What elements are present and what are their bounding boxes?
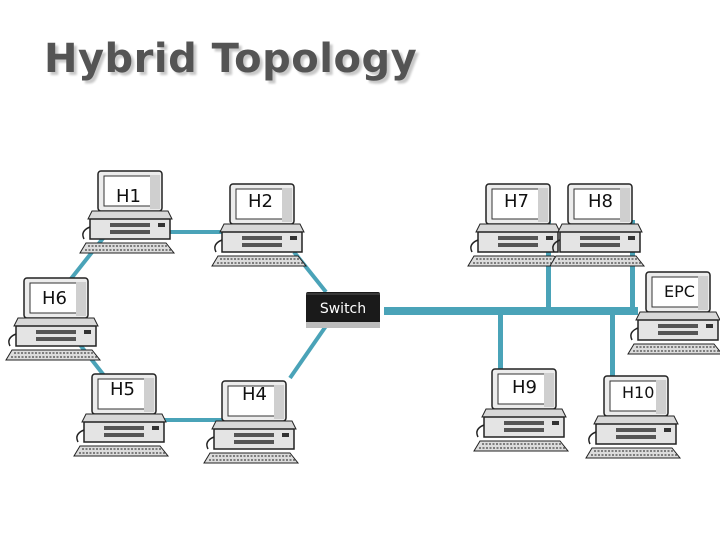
label-switch: Switch bbox=[320, 301, 366, 317]
computer-icon bbox=[79, 170, 175, 254]
label-h4: H4 bbox=[242, 384, 267, 405]
link-switch-h4 bbox=[288, 324, 328, 380]
label-h1: H1 bbox=[116, 186, 141, 207]
label-h9: H9 bbox=[512, 377, 537, 398]
label-h5: H5 bbox=[110, 379, 135, 400]
link-bus-h9 bbox=[498, 312, 503, 408]
label-h2: H2 bbox=[248, 191, 273, 212]
switch bbox=[306, 292, 380, 328]
page-title: Hybrid Topology bbox=[44, 36, 418, 82]
label-epc: EPC bbox=[664, 282, 695, 301]
computer-h1 bbox=[79, 170, 175, 254]
label-h10: H10 bbox=[622, 383, 654, 402]
switch-icon bbox=[306, 292, 380, 326]
label-h6: H6 bbox=[42, 288, 67, 309]
label-h7: H7 bbox=[504, 191, 529, 212]
link-bus-h10 bbox=[610, 312, 615, 402]
bus-backbone bbox=[384, 307, 638, 315]
link-h6-h1 bbox=[68, 230, 110, 282]
label-h8: H8 bbox=[588, 191, 613, 212]
